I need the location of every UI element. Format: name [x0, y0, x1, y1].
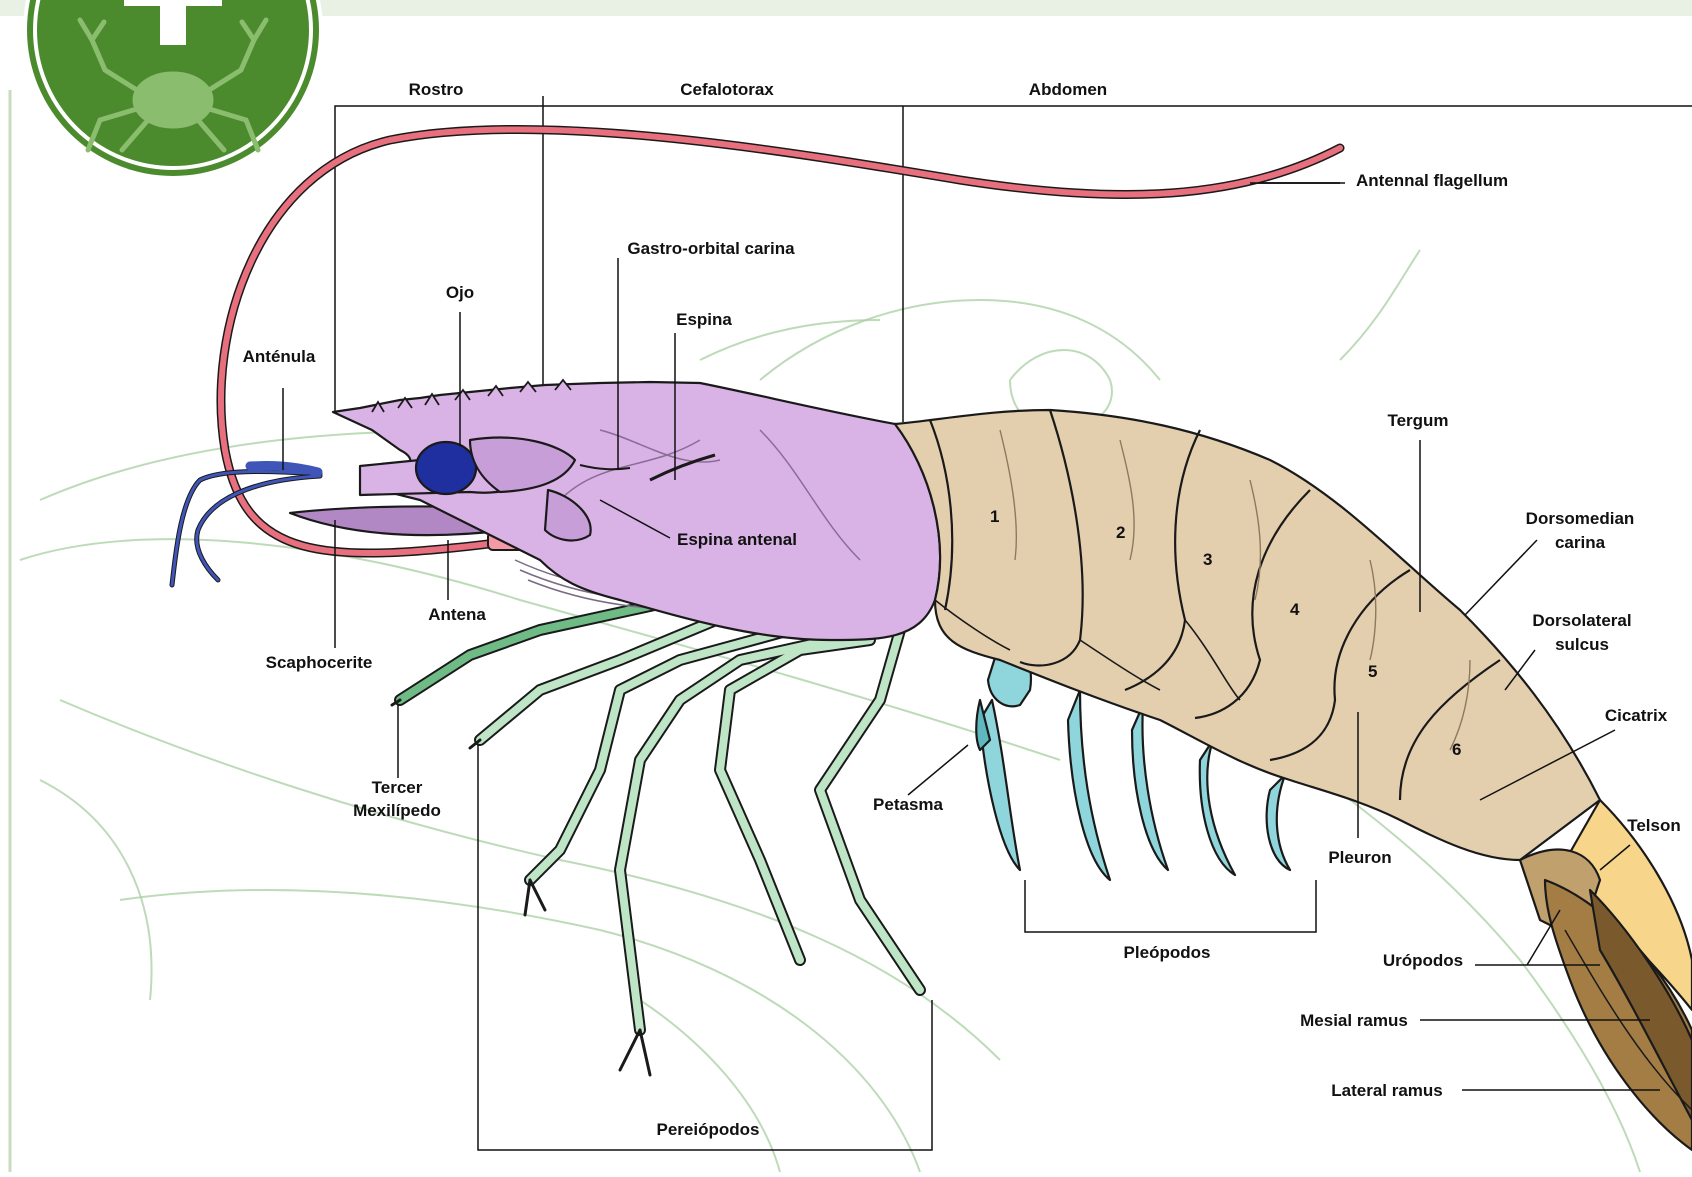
- label-sulcus: sulcus: [1555, 635, 1609, 654]
- label-dorsomedian: Dorsomedian: [1526, 509, 1635, 528]
- label-cefalotorax: Cefalotorax: [680, 80, 774, 99]
- label-tercer: Tercer: [372, 778, 423, 797]
- segment-number: 2: [1116, 523, 1125, 542]
- pereiopods: [392, 595, 920, 1075]
- label-antena: Antena: [428, 605, 486, 624]
- label-mexilipedo: Mexilípedo: [353, 801, 441, 820]
- tail-fan: [1520, 800, 1692, 1150]
- label-uropodos: Urópodos: [1383, 951, 1463, 970]
- label-pereiopodos: Pereiópodos: [657, 1120, 760, 1139]
- eye-icon: [416, 442, 476, 494]
- region-brackets: [335, 96, 1692, 422]
- label-antenula: Anténula: [243, 347, 316, 366]
- segment-number: 5: [1368, 662, 1377, 681]
- label-espina-antenal: Espina antenal: [677, 530, 797, 549]
- label-espina: Espina: [676, 310, 732, 329]
- label-gastro-orbital-carina: Gastro-orbital carina: [627, 239, 795, 258]
- label-scaphocerite: Scaphocerite: [266, 653, 373, 672]
- label-telson: Telson: [1627, 816, 1681, 835]
- label-mesial-ramus: Mesial ramus: [1300, 1011, 1408, 1030]
- label-cicatrix: Cicatrix: [1605, 706, 1668, 725]
- segment-number: 6: [1452, 740, 1461, 759]
- label-ojo: Ojo: [446, 283, 474, 302]
- label-lateral-ramus: Lateral ramus: [1331, 1081, 1443, 1100]
- segment-number: 3: [1203, 550, 1212, 569]
- label-rostro: Rostro: [409, 80, 464, 99]
- label-pleuron: Pleuron: [1328, 848, 1391, 867]
- label-carina: carina: [1555, 533, 1606, 552]
- antennules: [172, 466, 320, 585]
- label-abdomen: Abdomen: [1029, 80, 1107, 99]
- label-petasma: Petasma: [873, 795, 943, 814]
- label-pleopodos: Pleópodos: [1124, 943, 1211, 962]
- logo-badge: [23, 0, 323, 180]
- label-dorsolateral: Dorsolateral: [1532, 611, 1631, 630]
- label-antennal-flagellum: Antennal flagellum: [1356, 171, 1508, 190]
- segment-number: 1: [990, 507, 999, 526]
- segment-number: 4: [1290, 600, 1300, 619]
- label-tergum: Tergum: [1387, 411, 1448, 430]
